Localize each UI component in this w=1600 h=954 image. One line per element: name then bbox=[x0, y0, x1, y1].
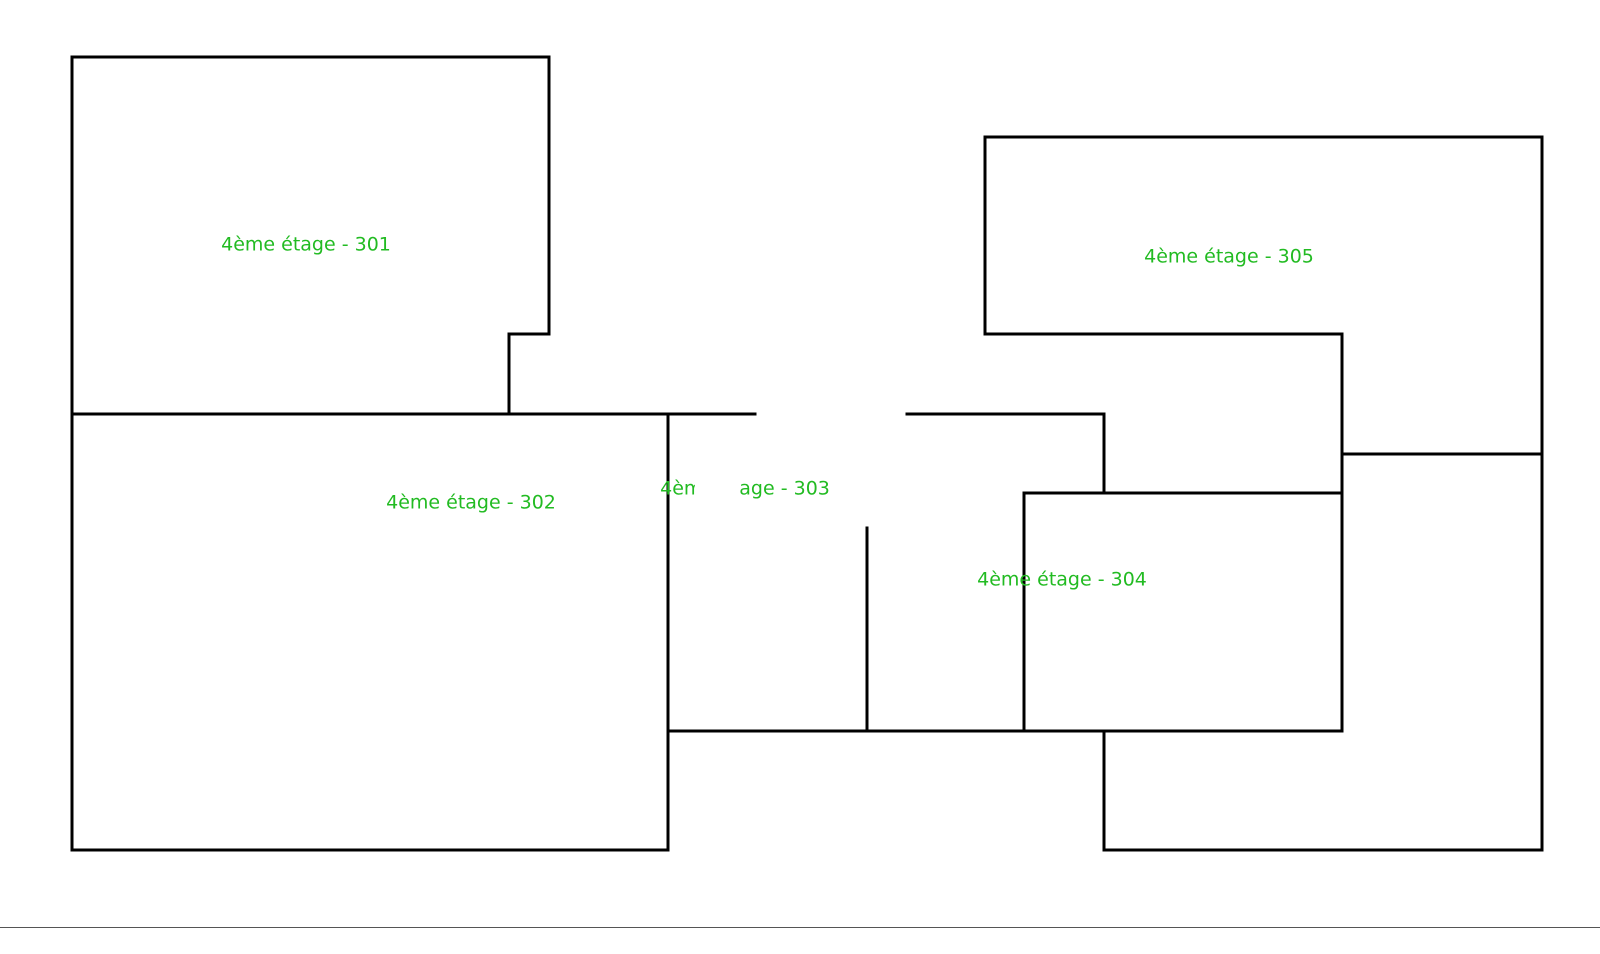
room-304-walls bbox=[1022, 491, 1344, 733]
label-occlusion-patch bbox=[695, 470, 740, 504]
room-305-walls bbox=[983, 135, 1544, 852]
room-label-305[interactable]: 4ème étage - 305 bbox=[1144, 246, 1314, 268]
ceiling-gap-patch bbox=[757, 400, 905, 420]
room-301-walls bbox=[70, 55, 551, 416]
wall bbox=[70, 55, 551, 416]
wall bbox=[905, 412, 1106, 495]
wall bbox=[70, 412, 670, 852]
room-label-303[interactable]: 4ème étage - 303 bbox=[660, 478, 830, 500]
room-label-301[interactable]: 4ème étage - 301 bbox=[221, 234, 391, 256]
bottom-divider bbox=[0, 927, 1600, 928]
room-label-302[interactable]: 4ème étage - 302 bbox=[386, 492, 556, 514]
wall bbox=[983, 332, 1344, 733]
room-302-walls bbox=[70, 412, 670, 852]
room-303-walls bbox=[666, 412, 1344, 733]
wall bbox=[983, 135, 1544, 852]
room-label-304[interactable]: 4ème étage - 304 bbox=[977, 569, 1147, 591]
wall bbox=[1022, 491, 1344, 733]
